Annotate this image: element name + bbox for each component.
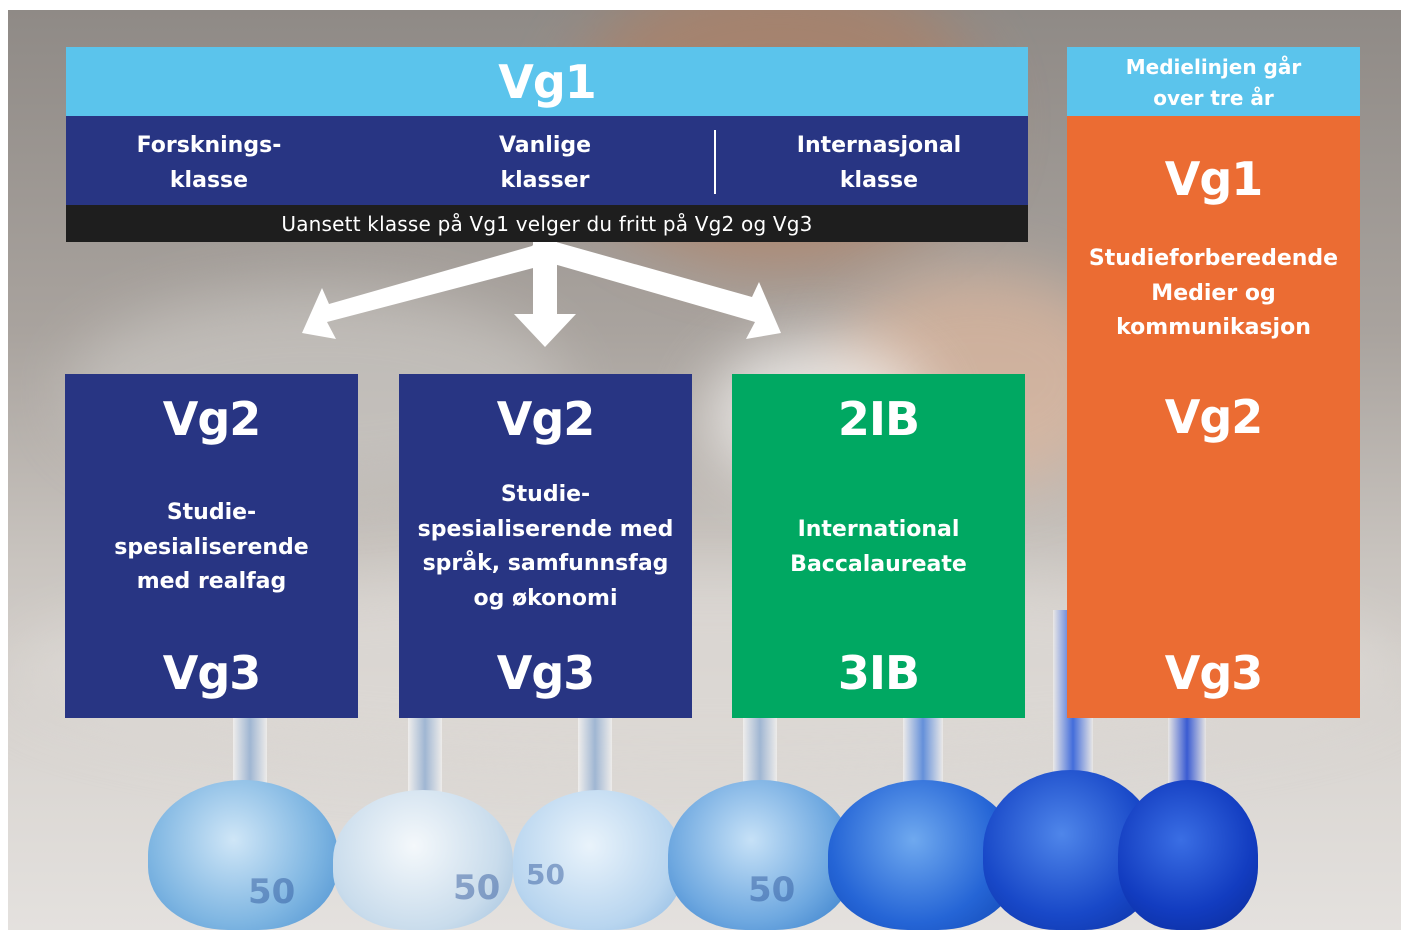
class-internasjonal: Internasjonal klasse <box>796 133 962 193</box>
media-vg2: Vg2 <box>1164 390 1264 444</box>
class-forskning: Forsknings- klasse <box>136 133 282 193</box>
flask-label: 50 <box>453 868 501 908</box>
class-divider <box>714 130 716 194</box>
program-level-top: Vg2 <box>496 392 596 446</box>
media-vg1: Vg1 <box>1164 152 1264 206</box>
program-sprak-samfunnsfag: Vg2 Studie- spesialiserende med språk, s… <box>399 374 692 718</box>
media-vg3: Vg3 <box>1164 646 1264 700</box>
class-options: Forsknings- klasse Vanlige klasser Inter… <box>66 116 1028 205</box>
arrow-right-icon <box>540 242 781 339</box>
arrow-left-icon <box>302 242 556 339</box>
vg1-header: Vg1 <box>66 47 1028 116</box>
program-level-top: Vg2 <box>162 392 262 446</box>
program-description: International Baccalaureate <box>790 517 967 577</box>
program-media: Vg1 Studieforberedende Medier og kommuni… <box>1067 116 1360 718</box>
program-ib: 2IB International Baccalaureate 3IB <box>732 374 1025 718</box>
media-header: Medielinjen går over tre år <box>1067 47 1360 116</box>
program-level-bottom: 3IB <box>837 646 920 700</box>
program-realfag: Vg2 Studie- spesialiserende med realfag … <box>65 374 358 718</box>
choice-note: Uansett klasse på Vg1 velger du fritt på… <box>66 205 1028 242</box>
class-vanlige: Vanlige klasser <box>498 133 592 193</box>
arrow-down-icon <box>514 242 576 347</box>
choice-note-text: Uansett klasse på Vg1 velger du fritt på… <box>281 211 813 236</box>
program-level-bottom: Vg3 <box>162 646 262 700</box>
flask-label: 50 <box>748 870 796 910</box>
flask-label: 50 <box>248 872 296 912</box>
vg1-title: Vg1 <box>498 54 597 109</box>
program-description: Studie- spesialiserende med språk, samfu… <box>417 482 674 611</box>
program-level-bottom: Vg3 <box>496 646 596 700</box>
media-description: Studieforberedende Medier og kommunikasj… <box>1088 246 1339 340</box>
flask-label: 50 <box>526 858 565 891</box>
program-level-top: 2IB <box>837 392 920 446</box>
program-description: Studie- spesialiserende med realfag <box>114 500 309 594</box>
